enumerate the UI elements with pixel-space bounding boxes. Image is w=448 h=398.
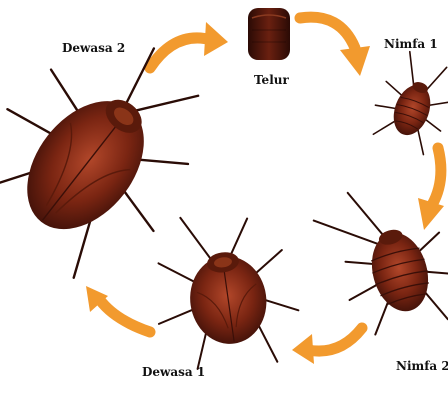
egg-case [248, 8, 290, 60]
arrow-egg-to-nymph1 [300, 17, 370, 76]
nymph2-cockroach [309, 172, 448, 347]
arrow-adult2-to-egg [150, 22, 228, 68]
arrow-adult1-to-adult2 [86, 286, 150, 332]
adult2-label: Dewasa 2 [62, 41, 125, 55]
nymph1-label: Nimfa 1 [384, 37, 438, 51]
nymph1-cockroach [365, 47, 448, 157]
arrow-nymph1-to-nymph2 [418, 148, 444, 230]
egg-label: Telur [254, 73, 289, 87]
arrow-nymph2-to-adult1 [292, 328, 362, 364]
adult1-cockroach [145, 203, 305, 377]
nymph2-label: Nimfa 2 [396, 359, 448, 373]
adult1-label: Dewasa 1 [142, 365, 205, 379]
